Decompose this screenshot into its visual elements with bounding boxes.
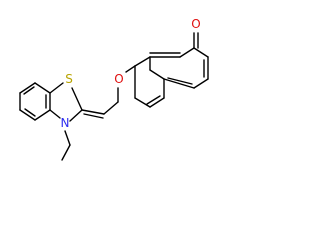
methylidene-bridge — [81, 101, 119, 119]
bond — [149, 97, 165, 108]
double-bond-inner — [23, 86, 35, 95]
bond — [103, 101, 119, 115]
nitrogen-label: N — [61, 116, 70, 130]
structure-svg: S N O O — [19, 17, 209, 161]
bond — [34, 82, 51, 94]
double-bond-inner — [146, 95, 161, 105]
double-bond-inner — [24, 108, 36, 117]
bond — [163, 78, 195, 89]
bond — [61, 144, 71, 161]
bond — [19, 82, 36, 94]
bond — [49, 82, 64, 94]
thiazole-ring — [49, 82, 83, 122]
bond — [179, 47, 195, 58]
bond — [125, 65, 136, 73]
bond — [19, 109, 36, 121]
sulfur-label: S — [65, 72, 73, 86]
bond — [64, 130, 71, 146]
bond — [49, 109, 61, 119]
double-bond-inner — [167, 77, 193, 85]
carbonyl-group — [193, 32, 199, 49]
bond — [193, 78, 209, 89]
bond — [134, 56, 151, 67]
atom-labels: S N O O — [61, 17, 201, 130]
carbonyl-oxygen-label: O — [191, 17, 200, 31]
bond — [34, 109, 51, 121]
bond — [149, 69, 165, 80]
quinone-ring — [134, 47, 209, 89]
ring-oxygen-label: O — [114, 72, 123, 86]
bond — [69, 109, 83, 122]
bond — [134, 97, 151, 108]
ethyl-group — [61, 130, 71, 161]
benzene-ring — [19, 82, 51, 121]
pyran-ring — [117, 65, 165, 108]
bond — [71, 87, 83, 111]
bond — [193, 47, 209, 58]
bond — [81, 109, 105, 115]
molecule-diagram: S N O O — [19, 17, 209, 161]
double-bond-inner — [83, 113, 104, 119]
